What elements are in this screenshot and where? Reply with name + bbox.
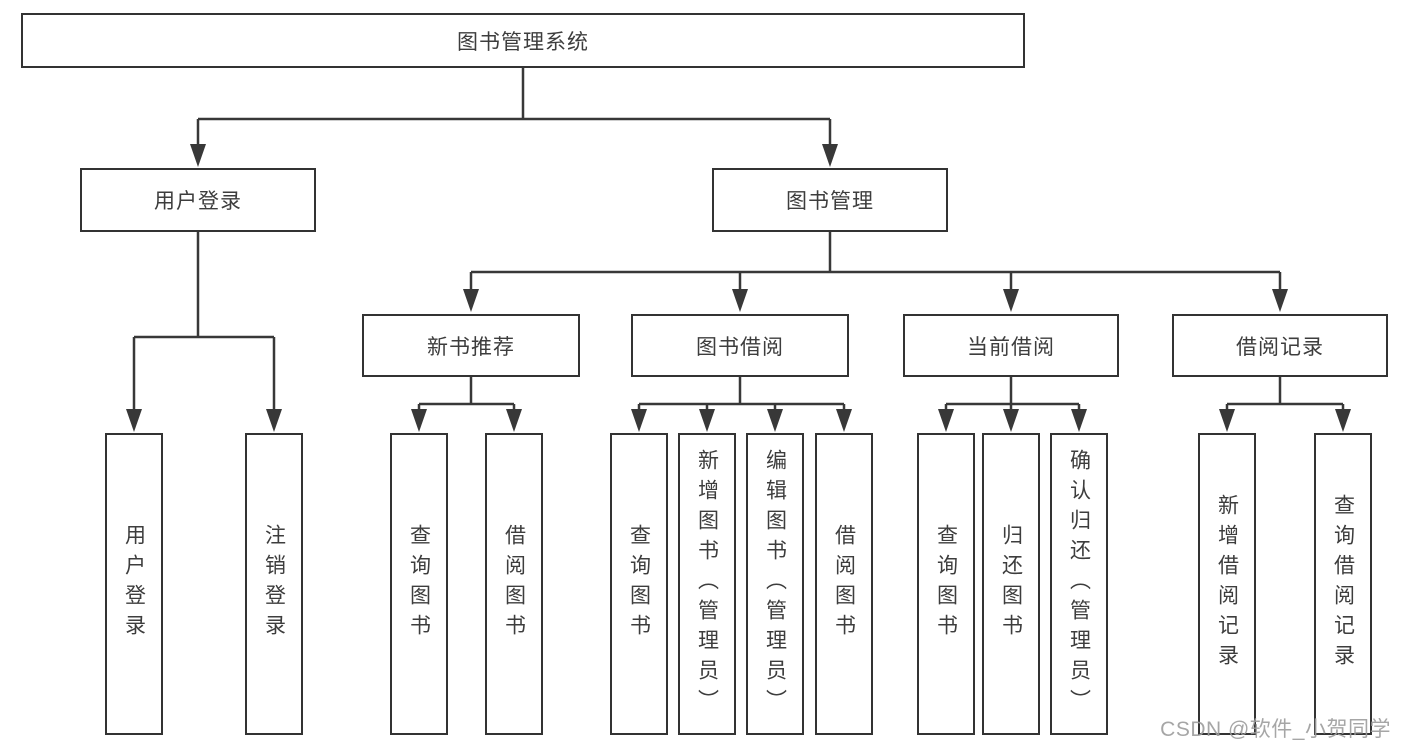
csdn-watermark: CSDN @软件_小贺同学 (1160, 718, 1391, 741)
leaf-borrowing-query-books: 查询图书 (610, 433, 668, 735)
node-current-borrowing-label: 当前借阅 (967, 335, 1055, 359)
leaf-edit-book-admin: 编辑图书（管理员） (746, 433, 804, 735)
node-book-management-label: 图书管理 (786, 190, 874, 213)
leaf-user-login: 用户登录 (105, 433, 163, 735)
leaf-confirm-return-admin-label: 确认归还（管理员） (1067, 449, 1091, 719)
node-root-system: 图书管理系统 (21, 13, 1025, 68)
leaf-add-borrow-record-label: 新增借阅记录 (1215, 494, 1239, 674)
leaf-current-query-books-label: 查询图书 (934, 524, 958, 644)
node-book-borrowing-label: 图书借阅 (696, 335, 784, 359)
leaf-logout-label: 注销登录 (262, 524, 286, 644)
node-book-management: 图书管理 (712, 168, 948, 232)
node-user-login-label: 用户登录 (154, 190, 242, 213)
leaf-add-borrow-record: 新增借阅记录 (1198, 433, 1256, 735)
leaf-user-login-label: 用户登录 (122, 524, 146, 644)
leaf-logout: 注销登录 (245, 433, 303, 735)
node-borrow-records: 借阅记录 (1172, 314, 1388, 377)
node-current-borrowing: 当前借阅 (903, 314, 1119, 377)
leaf-recommend-query-books-label: 查询图书 (407, 524, 431, 644)
leaf-confirm-return-admin: 确认归还（管理员） (1050, 433, 1108, 735)
node-borrow-records-label: 借阅记录 (1236, 335, 1324, 359)
leaf-current-query-books: 查询图书 (917, 433, 975, 735)
node-user-login: 用户登录 (80, 168, 316, 232)
node-new-book-recommend: 新书推荐 (362, 314, 580, 377)
leaf-borrowing-borrow-books-label: 借阅图书 (832, 524, 856, 644)
leaf-query-borrow-record-label: 查询借阅记录 (1331, 494, 1355, 674)
leaf-recommend-borrow-books-label: 借阅图书 (502, 524, 526, 644)
node-book-borrowing: 图书借阅 (631, 314, 849, 377)
node-root-label: 图书管理系统 (457, 30, 589, 54)
leaf-recommend-query-books: 查询图书 (390, 433, 448, 735)
leaf-return-books: 归还图书 (982, 433, 1040, 735)
node-new-book-recommend-label: 新书推荐 (427, 335, 515, 359)
leaf-add-book-admin-label: 新增图书（管理员） (695, 449, 719, 719)
leaf-borrowing-borrow-books: 借阅图书 (815, 433, 873, 735)
leaf-edit-book-admin-label: 编辑图书（管理员） (763, 449, 787, 719)
leaf-add-book-admin: 新增图书（管理员） (678, 433, 736, 735)
leaf-query-borrow-record: 查询借阅记录 (1314, 433, 1372, 735)
leaf-recommend-borrow-books: 借阅图书 (485, 433, 543, 735)
leaf-borrowing-query-books-label: 查询图书 (627, 524, 651, 644)
leaf-return-books-label: 归还图书 (999, 524, 1023, 644)
